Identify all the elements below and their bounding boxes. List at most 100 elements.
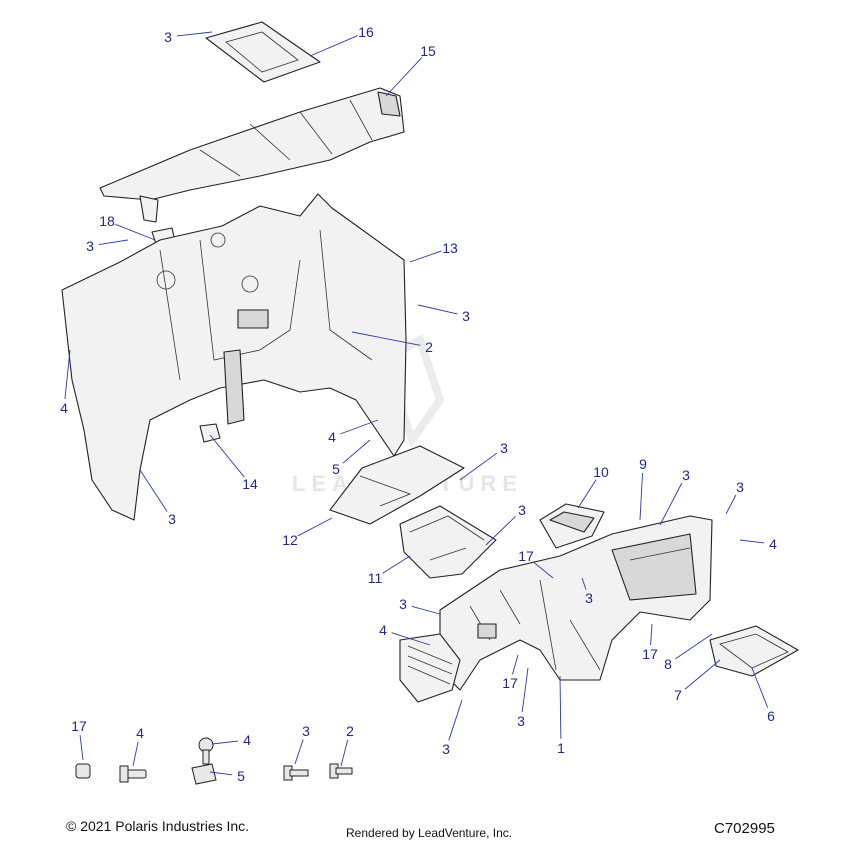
leader-line-17: [650, 623, 653, 646]
callout-number-6: 6: [767, 708, 775, 724]
part-2-bolt: [329, 763, 353, 779]
callout-number-3: 3: [500, 440, 508, 456]
diagram-code: C702995: [714, 820, 775, 837]
callout-number-17: 17: [71, 718, 87, 734]
callout-number-5: 5: [332, 461, 340, 477]
callout-number-18: 18: [99, 213, 115, 229]
callout-number-13: 13: [442, 240, 458, 256]
leader-line-5: [209, 771, 233, 776]
callout-number-3: 3: [517, 713, 525, 729]
leader-line-14: [209, 434, 245, 478]
callout-number-3: 3: [164, 29, 172, 45]
leader-line-4: [132, 741, 139, 767]
callout-number-11: 11: [368, 570, 383, 586]
callout-number-15: 15: [420, 43, 436, 59]
part-16-top-cover: [205, 21, 321, 83]
part-3-screw: [283, 765, 309, 781]
leader-line-10: [577, 479, 597, 509]
part-4-rivet-upright: [198, 737, 214, 765]
leader-line-3: [294, 739, 304, 765]
leader-line-8: [675, 633, 713, 660]
leader-line-3: [581, 577, 587, 590]
leader-line-3: [448, 699, 463, 741]
leader-line-3: [417, 304, 458, 315]
leader-line-4: [391, 632, 431, 646]
callout-leader-lines: [64, 31, 769, 776]
callout-number-3: 3: [168, 511, 176, 527]
leader-line-3: [176, 31, 213, 37]
leader-line-4: [340, 419, 379, 435]
leader-line-4: [64, 349, 71, 400]
leader-line-13: [409, 250, 442, 263]
part-5-nut-clip: [191, 763, 217, 785]
part-4-push-rivet: [119, 765, 147, 783]
part-11-storage-bin: [399, 505, 497, 579]
callout-number-3: 3: [682, 467, 690, 483]
callout-number-2: 2: [346, 723, 354, 739]
leader-line-3: [411, 605, 441, 615]
leader-line-9: [639, 472, 643, 521]
part-17-clip: [75, 763, 91, 779]
callout-number-16: 16: [358, 24, 374, 40]
leader-line-7: [684, 659, 721, 690]
callout-number-3: 3: [462, 308, 470, 324]
callout-number-4: 4: [328, 429, 336, 445]
callout-number-3: 3: [442, 741, 450, 757]
leader-line-3: [139, 469, 168, 512]
callout-number-3: 3: [399, 596, 407, 612]
callout-number-17: 17: [502, 675, 518, 691]
leader-line-3: [98, 239, 129, 246]
callout-number-3: 3: [585, 590, 593, 606]
leader-line-4: [211, 740, 239, 745]
leader-line-1: [559, 675, 562, 740]
callout-number-3: 3: [86, 238, 94, 254]
callout-number-12: 12: [282, 532, 298, 548]
leader-line-6: [751, 667, 769, 708]
leader-line-4: [739, 539, 765, 544]
part-12-console-top: [329, 445, 465, 525]
part-15-upper-dash: [99, 87, 405, 223]
leader-line-5: [342, 439, 371, 464]
callout-number-17: 17: [642, 646, 658, 662]
callout-number-3: 3: [518, 502, 526, 518]
callout-number-10: 10: [593, 464, 609, 480]
callout-number-14: 14: [242, 476, 258, 492]
leader-line-12: [297, 517, 333, 537]
part-1-lower-dash: [439, 515, 713, 691]
callout-number-5: 5: [237, 768, 245, 784]
leader-line-18: [115, 223, 156, 241]
part-7-8-glovebox-door: [709, 625, 799, 677]
leader-line-3: [725, 494, 737, 515]
leader-line-11: [382, 555, 411, 574]
callout-number-17: 17: [518, 548, 534, 564]
leader-line-17: [532, 561, 554, 579]
part-14-grommet: [199, 423, 221, 443]
leader-line-17: [79, 734, 84, 761]
rendered-by-text: Rendered by LeadVenture, Inc.: [346, 826, 513, 840]
callout-number-3: 3: [302, 723, 310, 739]
part-13-dash-frame: [61, 193, 407, 521]
callout-number-4: 4: [243, 732, 251, 748]
callout-number-9: 9: [639, 456, 647, 472]
callout-number-2: 2: [425, 339, 433, 355]
leader-line-3: [459, 452, 497, 481]
callout-number-3: 3: [736, 479, 744, 495]
leader-line-3: [659, 482, 683, 526]
callout-number-4: 4: [769, 536, 777, 552]
hardware-row: [75, 737, 353, 785]
callout-number-4: 4: [379, 622, 387, 638]
callout-number-1: 1: [557, 740, 565, 756]
leader-line-2: [340, 739, 349, 767]
leader-line-3: [521, 667, 529, 713]
leader-line-3: [485, 515, 516, 546]
part-10-tray: [539, 503, 605, 549]
leader-line-17: [512, 654, 519, 675]
callout-number-8: 8: [664, 656, 672, 672]
callout-number-7: 7: [674, 687, 682, 703]
leader-line-16: [309, 35, 358, 57]
leader-line-2: [351, 331, 421, 346]
copyright-text: © 2021 Polaris Industries Inc.: [66, 818, 250, 834]
